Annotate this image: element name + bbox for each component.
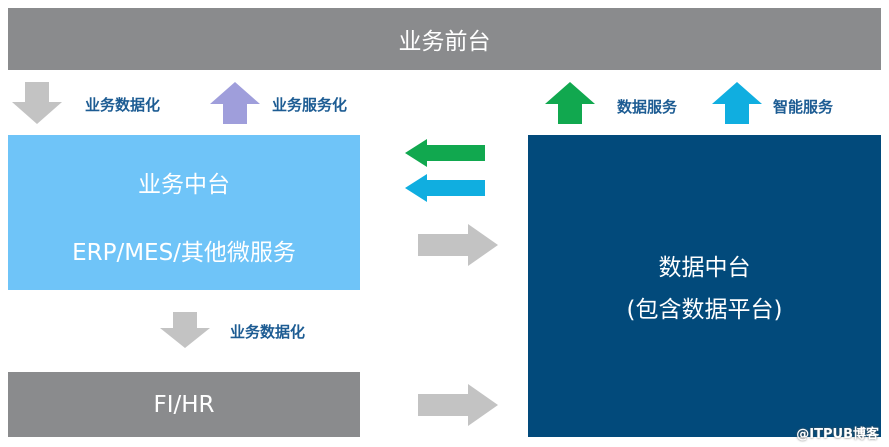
arrow-up-icon: [545, 82, 595, 124]
arrow-down-icon: [160, 312, 210, 348]
fi-hr-box: FI/HR: [8, 372, 360, 437]
business-frontend-bar: 业务前台: [8, 8, 881, 70]
arrow-left-icon: [405, 139, 485, 167]
business-frontend-label: 业务前台: [398, 29, 491, 55]
watermark: @ITPUB博客: [796, 427, 879, 442]
arrow-right-icon: [418, 224, 498, 266]
business-center-title: 业务中台: [138, 172, 230, 198]
intelligent-service-label: 智能服务: [773, 98, 834, 116]
business-center-subtitle: ERP/MES/其他微服务: [72, 240, 296, 266]
arrow-left-icon: [405, 174, 485, 202]
fi-hr-label: FI/HR: [153, 391, 215, 418]
business-digitization-label: 业务数据化: [85, 96, 161, 114]
business-servicization-label: 业务服务化: [272, 96, 348, 114]
data-center-subtitle: (包含数据平台): [626, 297, 783, 323]
arrow-up-icon: [210, 82, 260, 124]
data-center-title: 数据中台: [658, 255, 751, 281]
arrow-up-icon: [712, 82, 762, 124]
business-digitization-label-2: 业务数据化: [230, 323, 306, 341]
arrow-down-icon: [12, 82, 62, 124]
data-service-label: 数据服务: [617, 98, 678, 116]
data-center-box: 数据中台 (包含数据平台): [528, 135, 881, 437]
business-center-box: 业务中台 ERP/MES/其他微服务: [8, 135, 360, 290]
arrow-right-icon: [418, 384, 498, 426]
